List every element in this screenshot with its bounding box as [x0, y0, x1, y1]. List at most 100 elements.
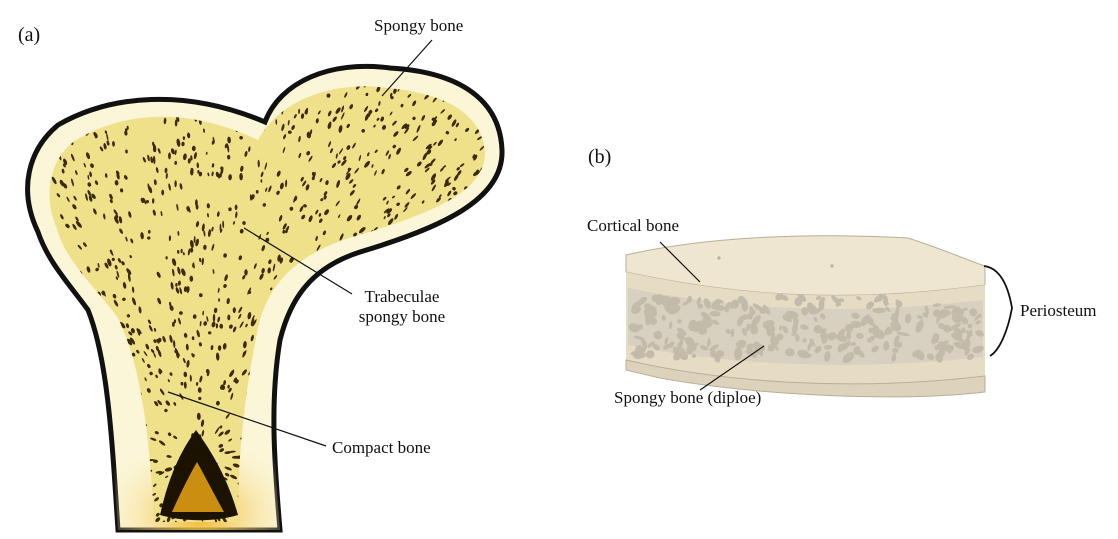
pore — [486, 493, 492, 497]
pore — [429, 411, 437, 413]
pore — [445, 454, 448, 457]
pore — [58, 397, 64, 402]
pore — [298, 482, 303, 486]
pore — [438, 457, 443, 461]
pore — [295, 438, 302, 441]
pore — [321, 357, 327, 362]
pore — [459, 304, 464, 309]
pore — [44, 321, 49, 326]
pore — [283, 457, 287, 459]
pore — [66, 413, 74, 418]
pore — [333, 496, 338, 498]
pore — [439, 347, 446, 352]
pore — [287, 422, 292, 426]
pore — [359, 334, 365, 339]
pore — [58, 323, 63, 328]
pore — [283, 382, 289, 387]
pore — [354, 279, 360, 284]
pore — [393, 497, 398, 500]
pore — [294, 314, 300, 322]
pore — [295, 351, 300, 356]
pore — [311, 293, 317, 299]
pore — [65, 339, 71, 345]
pore — [55, 104, 60, 111]
pore — [477, 514, 483, 517]
vessel-foramen — [717, 256, 720, 259]
pore — [476, 472, 485, 477]
pore — [408, 467, 414, 471]
pore — [83, 473, 91, 478]
pore — [418, 509, 422, 512]
pore — [310, 403, 318, 409]
pore — [407, 267, 414, 275]
pore — [378, 415, 386, 417]
pore — [360, 461, 367, 465]
pore — [335, 463, 342, 467]
pore — [411, 264, 419, 272]
pore — [349, 516, 354, 521]
pore — [49, 405, 57, 409]
pore — [484, 226, 489, 232]
pore — [416, 249, 421, 254]
pore — [358, 277, 364, 282]
label-trabeculae: Trabeculae spongy bone — [356, 287, 448, 326]
pore — [353, 411, 361, 415]
pore — [348, 300, 356, 308]
pore — [168, 152, 171, 159]
pore — [422, 336, 428, 341]
pore — [382, 258, 389, 266]
pore — [481, 480, 487, 483]
pore — [389, 504, 393, 506]
pore — [388, 424, 396, 428]
pore — [69, 314, 73, 318]
pore — [361, 430, 366, 434]
pore — [323, 282, 330, 289]
pore — [479, 357, 485, 362]
pore — [328, 304, 332, 309]
pore — [288, 80, 290, 84]
pore — [431, 505, 438, 507]
pore — [314, 397, 321, 402]
pore — [234, 86, 236, 90]
flat-bone-block — [626, 236, 985, 397]
pore — [55, 522, 60, 526]
pore — [325, 285, 332, 292]
pore — [406, 483, 410, 485]
pore — [446, 431, 450, 433]
pore — [146, 200, 149, 203]
pore — [66, 336, 71, 341]
pore — [350, 363, 359, 370]
pore — [281, 453, 286, 457]
pore — [482, 474, 489, 478]
pore — [475, 239, 480, 244]
pore — [350, 374, 356, 379]
pore — [342, 434, 350, 437]
pore — [466, 393, 474, 397]
pore — [220, 224, 222, 232]
pore — [378, 413, 386, 418]
pore — [448, 412, 457, 418]
pore — [331, 414, 336, 418]
pore — [320, 398, 327, 404]
pore — [451, 313, 455, 317]
pore — [104, 511, 110, 517]
pore — [347, 419, 355, 424]
pore — [302, 369, 307, 373]
pore — [371, 405, 380, 410]
pore — [61, 325, 69, 332]
pore — [401, 485, 405, 489]
diploe-cavity — [872, 308, 885, 314]
pore — [228, 90, 231, 96]
pore — [374, 457, 379, 460]
pore — [418, 250, 424, 255]
pore — [388, 397, 392, 400]
pore — [435, 390, 439, 394]
pore — [344, 515, 348, 518]
pore — [415, 236, 420, 241]
pore — [345, 357, 353, 365]
pore — [435, 469, 440, 472]
pore — [352, 277, 358, 284]
pore — [184, 79, 187, 85]
pore — [305, 501, 309, 505]
pore — [323, 281, 328, 286]
